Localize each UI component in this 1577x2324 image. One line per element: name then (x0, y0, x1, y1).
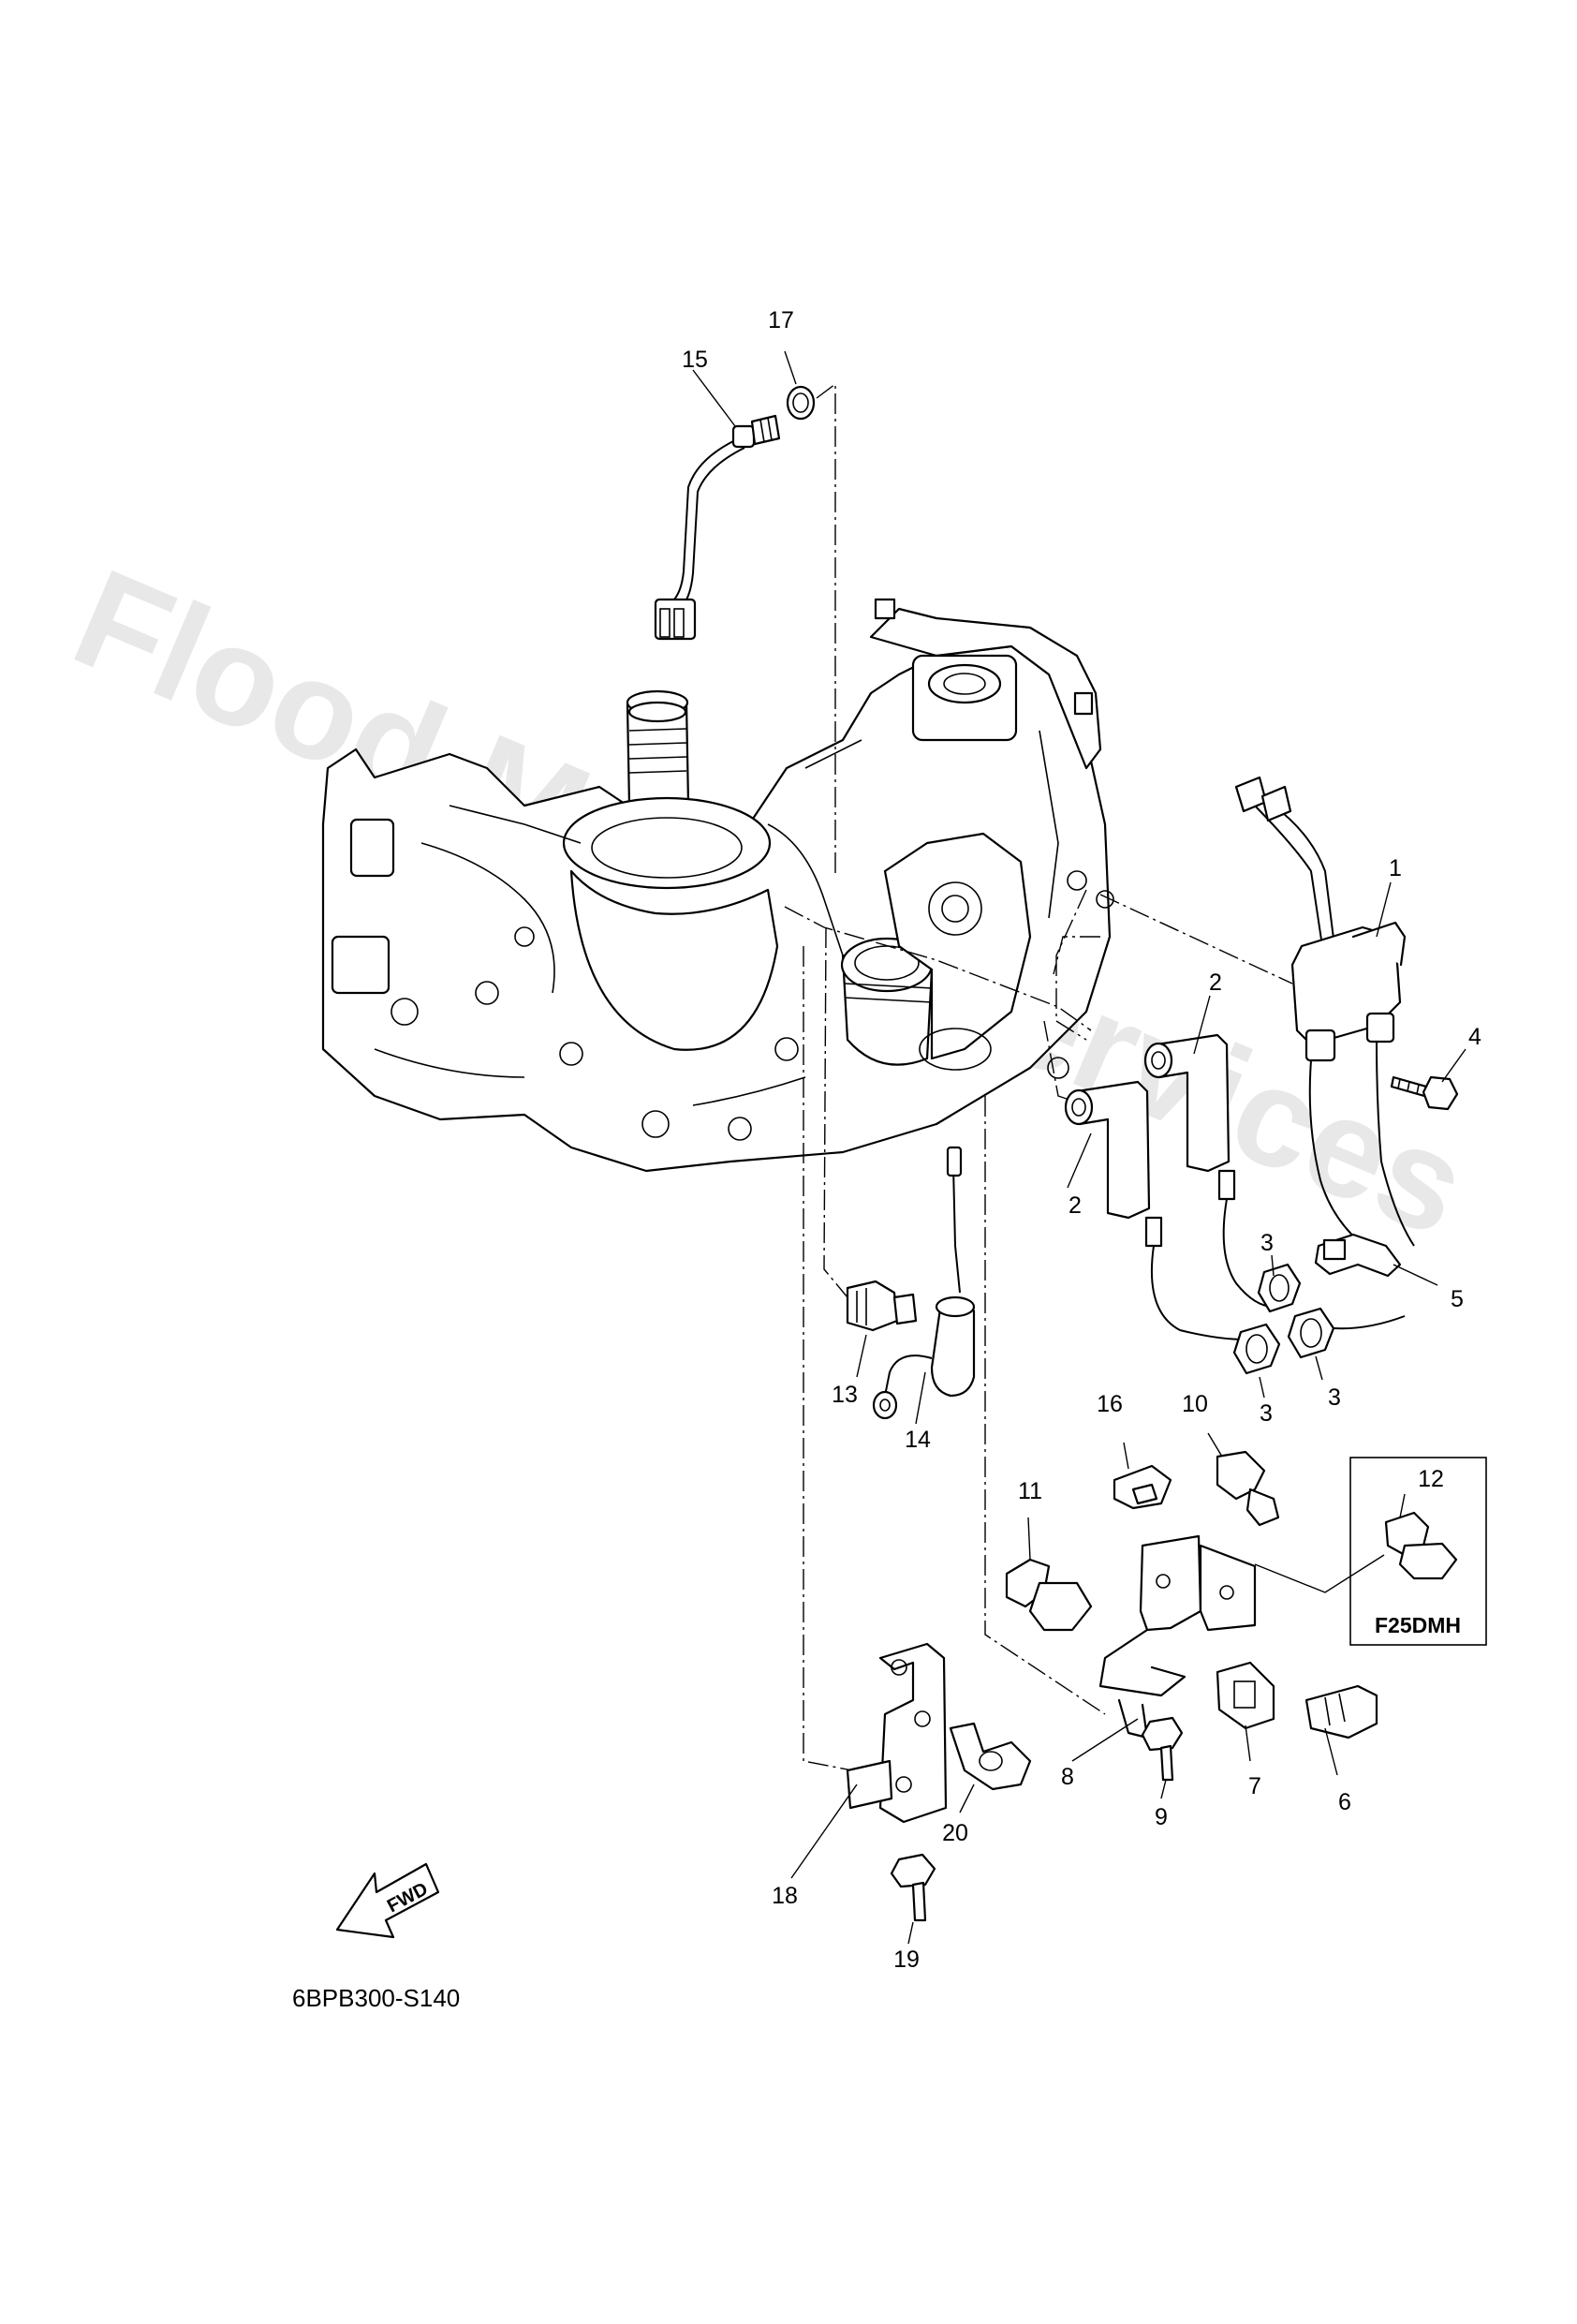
callout-13: 13 (832, 1382, 858, 1408)
callout-2-lower: 2 (1069, 1192, 1082, 1219)
callout-11: 11 (1018, 1478, 1042, 1504)
callout-19: 19 (893, 1947, 920, 1973)
variant-box (1349, 1457, 1487, 1646)
part-5-clamp (1314, 1233, 1402, 1278)
callout-1: 1 (1389, 855, 1402, 881)
leader-lines (692, 350, 1466, 1945)
callout-6: 6 (1338, 1789, 1351, 1815)
part-9-bolt (1141, 1716, 1184, 1782)
callout-3-upper: 3 (1260, 1230, 1274, 1256)
callout-5: 5 (1451, 1286, 1464, 1312)
part-8-bracket (1098, 1534, 1257, 1739)
part-18-bracket (846, 1642, 948, 1824)
part-1-ignition-coil (1234, 776, 1415, 1256)
part-19-bolt (890, 1853, 936, 1922)
part-11-clip (1005, 1558, 1093, 1632)
callout-14: 14 (905, 1427, 931, 1453)
part-13-switch (846, 1280, 918, 1332)
part-4-bolt (1390, 1075, 1459, 1111)
callout-3-right: 3 (1328, 1384, 1341, 1411)
callout-8: 8 (1061, 1764, 1074, 1790)
part-6-cover (1304, 1684, 1378, 1739)
callout-7: 7 (1248, 1773, 1261, 1799)
part-3-grommets (1232, 1263, 1406, 1375)
callout-numbers: 1 2 2 3 3 3 4 5 6 7 8 9 10 11 12 13 14 1… (682, 307, 1481, 1973)
callout-9: 9 (1155, 1804, 1168, 1830)
assembly-guide-lines (784, 382, 1293, 1771)
variant-label: F25DMH (1375, 1613, 1461, 1637)
part-17-washer (786, 385, 816, 421)
callout-16: 16 (1097, 1391, 1123, 1417)
part-16-clip (1113, 1464, 1172, 1510)
callout-3-left: 3 (1260, 1400, 1273, 1427)
fwd-arrow-icon: FWD (335, 1862, 440, 1939)
callout-18: 18 (772, 1883, 798, 1909)
engine-block-illustration (321, 598, 1114, 1173)
part-12-clip (1384, 1511, 1458, 1580)
callout-12: 12 (1418, 1466, 1444, 1492)
part-2-plug-caps (1064, 1033, 1275, 1340)
part-20-clamp (949, 1722, 1032, 1791)
part-7-grommet (1216, 1661, 1275, 1730)
drawing-code: 6BPB300-S140 (292, 1984, 460, 2012)
callout-4: 4 (1468, 1024, 1481, 1050)
callout-17: 17 (768, 307, 794, 333)
part-14-sensor-lead (872, 1146, 976, 1420)
callout-10: 10 (1182, 1391, 1208, 1417)
callout-20: 20 (942, 1820, 968, 1846)
callout-2-upper: 2 (1209, 970, 1222, 996)
part-15-sensor (654, 414, 781, 641)
callout-15: 15 (682, 347, 708, 373)
part-10-clip (1216, 1450, 1280, 1527)
